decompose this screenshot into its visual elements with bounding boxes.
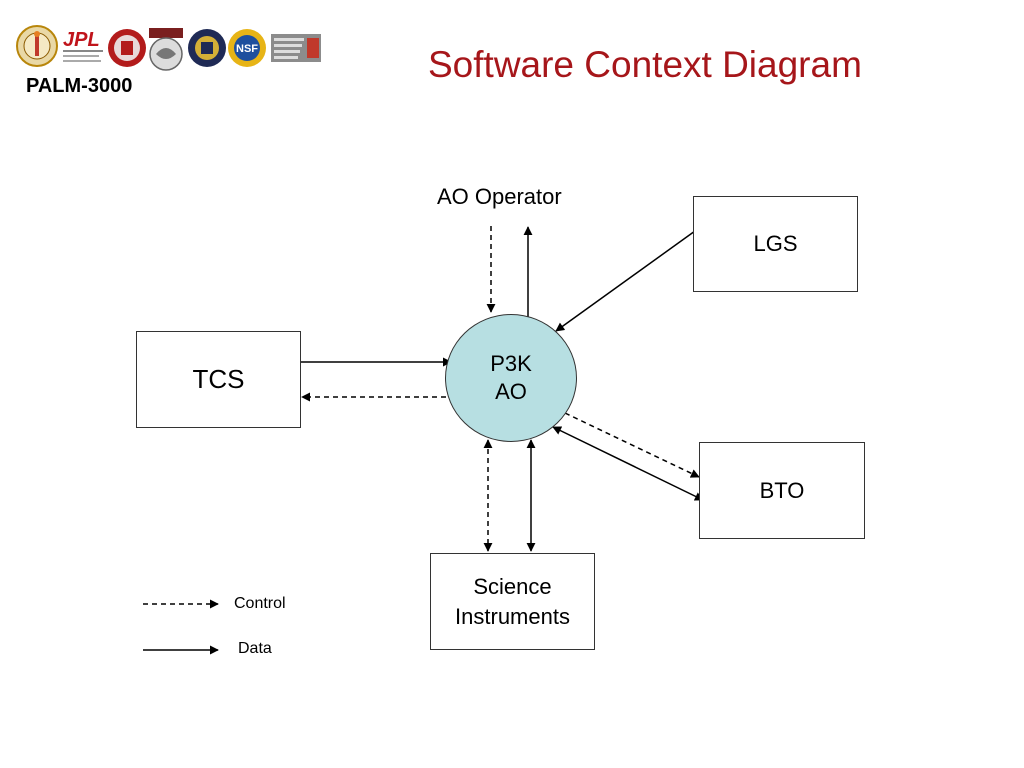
lgs-data-arrow: [555, 230, 696, 332]
caltech-seal-logo: [16, 25, 58, 67]
science-instruments-box: Science Instruments: [430, 553, 595, 650]
ao-operator-label: AO Operator: [437, 184, 562, 209]
jpl-logo: JPL: [63, 29, 103, 62]
p3k-line2: AO: [495, 379, 527, 404]
bto-data-arrow: [552, 426, 704, 501]
amnh-text-logo: [271, 34, 321, 62]
amnh-emblem-logo: [149, 28, 183, 71]
nsf-seal-logo: NSF: [228, 29, 266, 67]
science-line1: Science: [473, 573, 552, 599]
legend-data-label: Data: [238, 640, 272, 657]
tcs-box: TCS: [136, 331, 301, 428]
logo-strip: JPL NSF: [16, 25, 321, 71]
lgs-box: LGS: [693, 196, 858, 292]
project-name: PALM-3000: [26, 75, 133, 97]
p3k-line1: P3K: [490, 351, 532, 376]
tcs-label: TCS: [192, 364, 245, 394]
science-line2: Instruments: [455, 603, 570, 629]
slide-title: Software Context Diagram: [428, 44, 862, 85]
bto-label: BTO: [759, 477, 805, 503]
cornell-seal-logo: [108, 29, 146, 67]
bto-control-arrow: [564, 412, 700, 478]
oxford-seal-logo: [188, 29, 226, 67]
nsf-text: NSF: [236, 43, 258, 55]
p3k-ao-node: P3K AO: [445, 314, 577, 442]
legend-control-label: Control: [234, 595, 286, 612]
bto-box: BTO: [699, 442, 865, 539]
jpl-wordmark: JPL: [63, 29, 100, 51]
lgs-label: LGS: [753, 231, 798, 256]
